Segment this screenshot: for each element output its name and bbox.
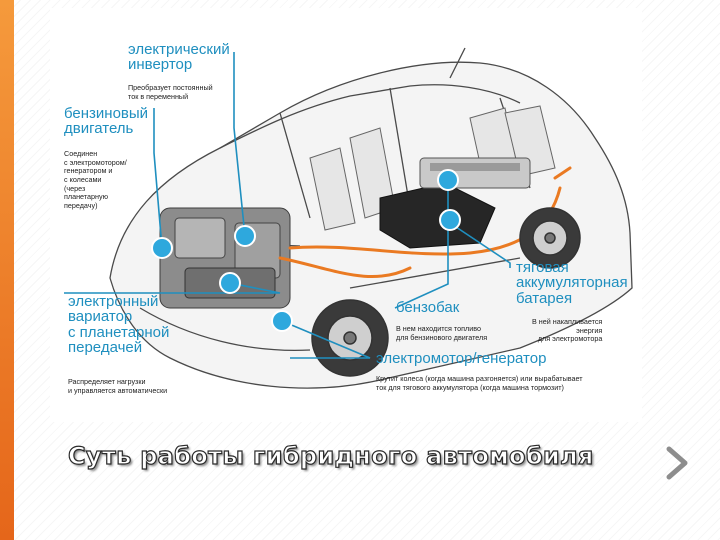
callout-dot-battery	[439, 209, 461, 231]
motor-note: Крутит колеса (когда машина разгоняется)…	[376, 374, 583, 392]
battery-note: В ней накапливается энергия для электром…	[532, 317, 603, 344]
callout-dots	[151, 169, 461, 332]
engine-note: Соединен с электромотором/ генератором и…	[64, 149, 127, 210]
engine-label: бензиновый двигатель	[64, 105, 149, 138]
motor-label: электромотор/генератор	[376, 350, 547, 367]
inverter-label: электрический инвертор	[128, 41, 230, 74]
fuel-tank-note: В нем находится топливо для бензинового …	[396, 324, 488, 342]
battery-shape	[419, 157, 531, 189]
callout-dot-inverter	[234, 225, 256, 247]
wheels	[311, 207, 581, 377]
battery-label: тяговая аккумуляторная батарея	[516, 259, 628, 307]
chevron-right-icon[interactable]	[664, 446, 690, 480]
hybrid-car-diagram: электрический инвертор Преобразует посто…	[50, 8, 642, 422]
leader-lines	[64, 52, 511, 359]
slide-title: Суть работы гибридного автомобиля	[67, 441, 594, 470]
callout-dot-engine	[151, 237, 173, 259]
inverter-note: Преобразует постоянный ток в переменный	[128, 83, 213, 101]
variator-label: электронный вариатор с планетарной перед…	[68, 293, 170, 356]
variator-note: Распределяет нагрузки и управляется авто…	[68, 377, 168, 395]
callout-dot-variator	[219, 272, 241, 294]
fuel-tank-label: бензобак	[396, 299, 460, 316]
callout-dot-fuel-tank	[437, 169, 459, 191]
car-illustration	[64, 47, 633, 389]
accent-bar	[0, 0, 14, 540]
callout-dot-motor	[271, 310, 293, 332]
